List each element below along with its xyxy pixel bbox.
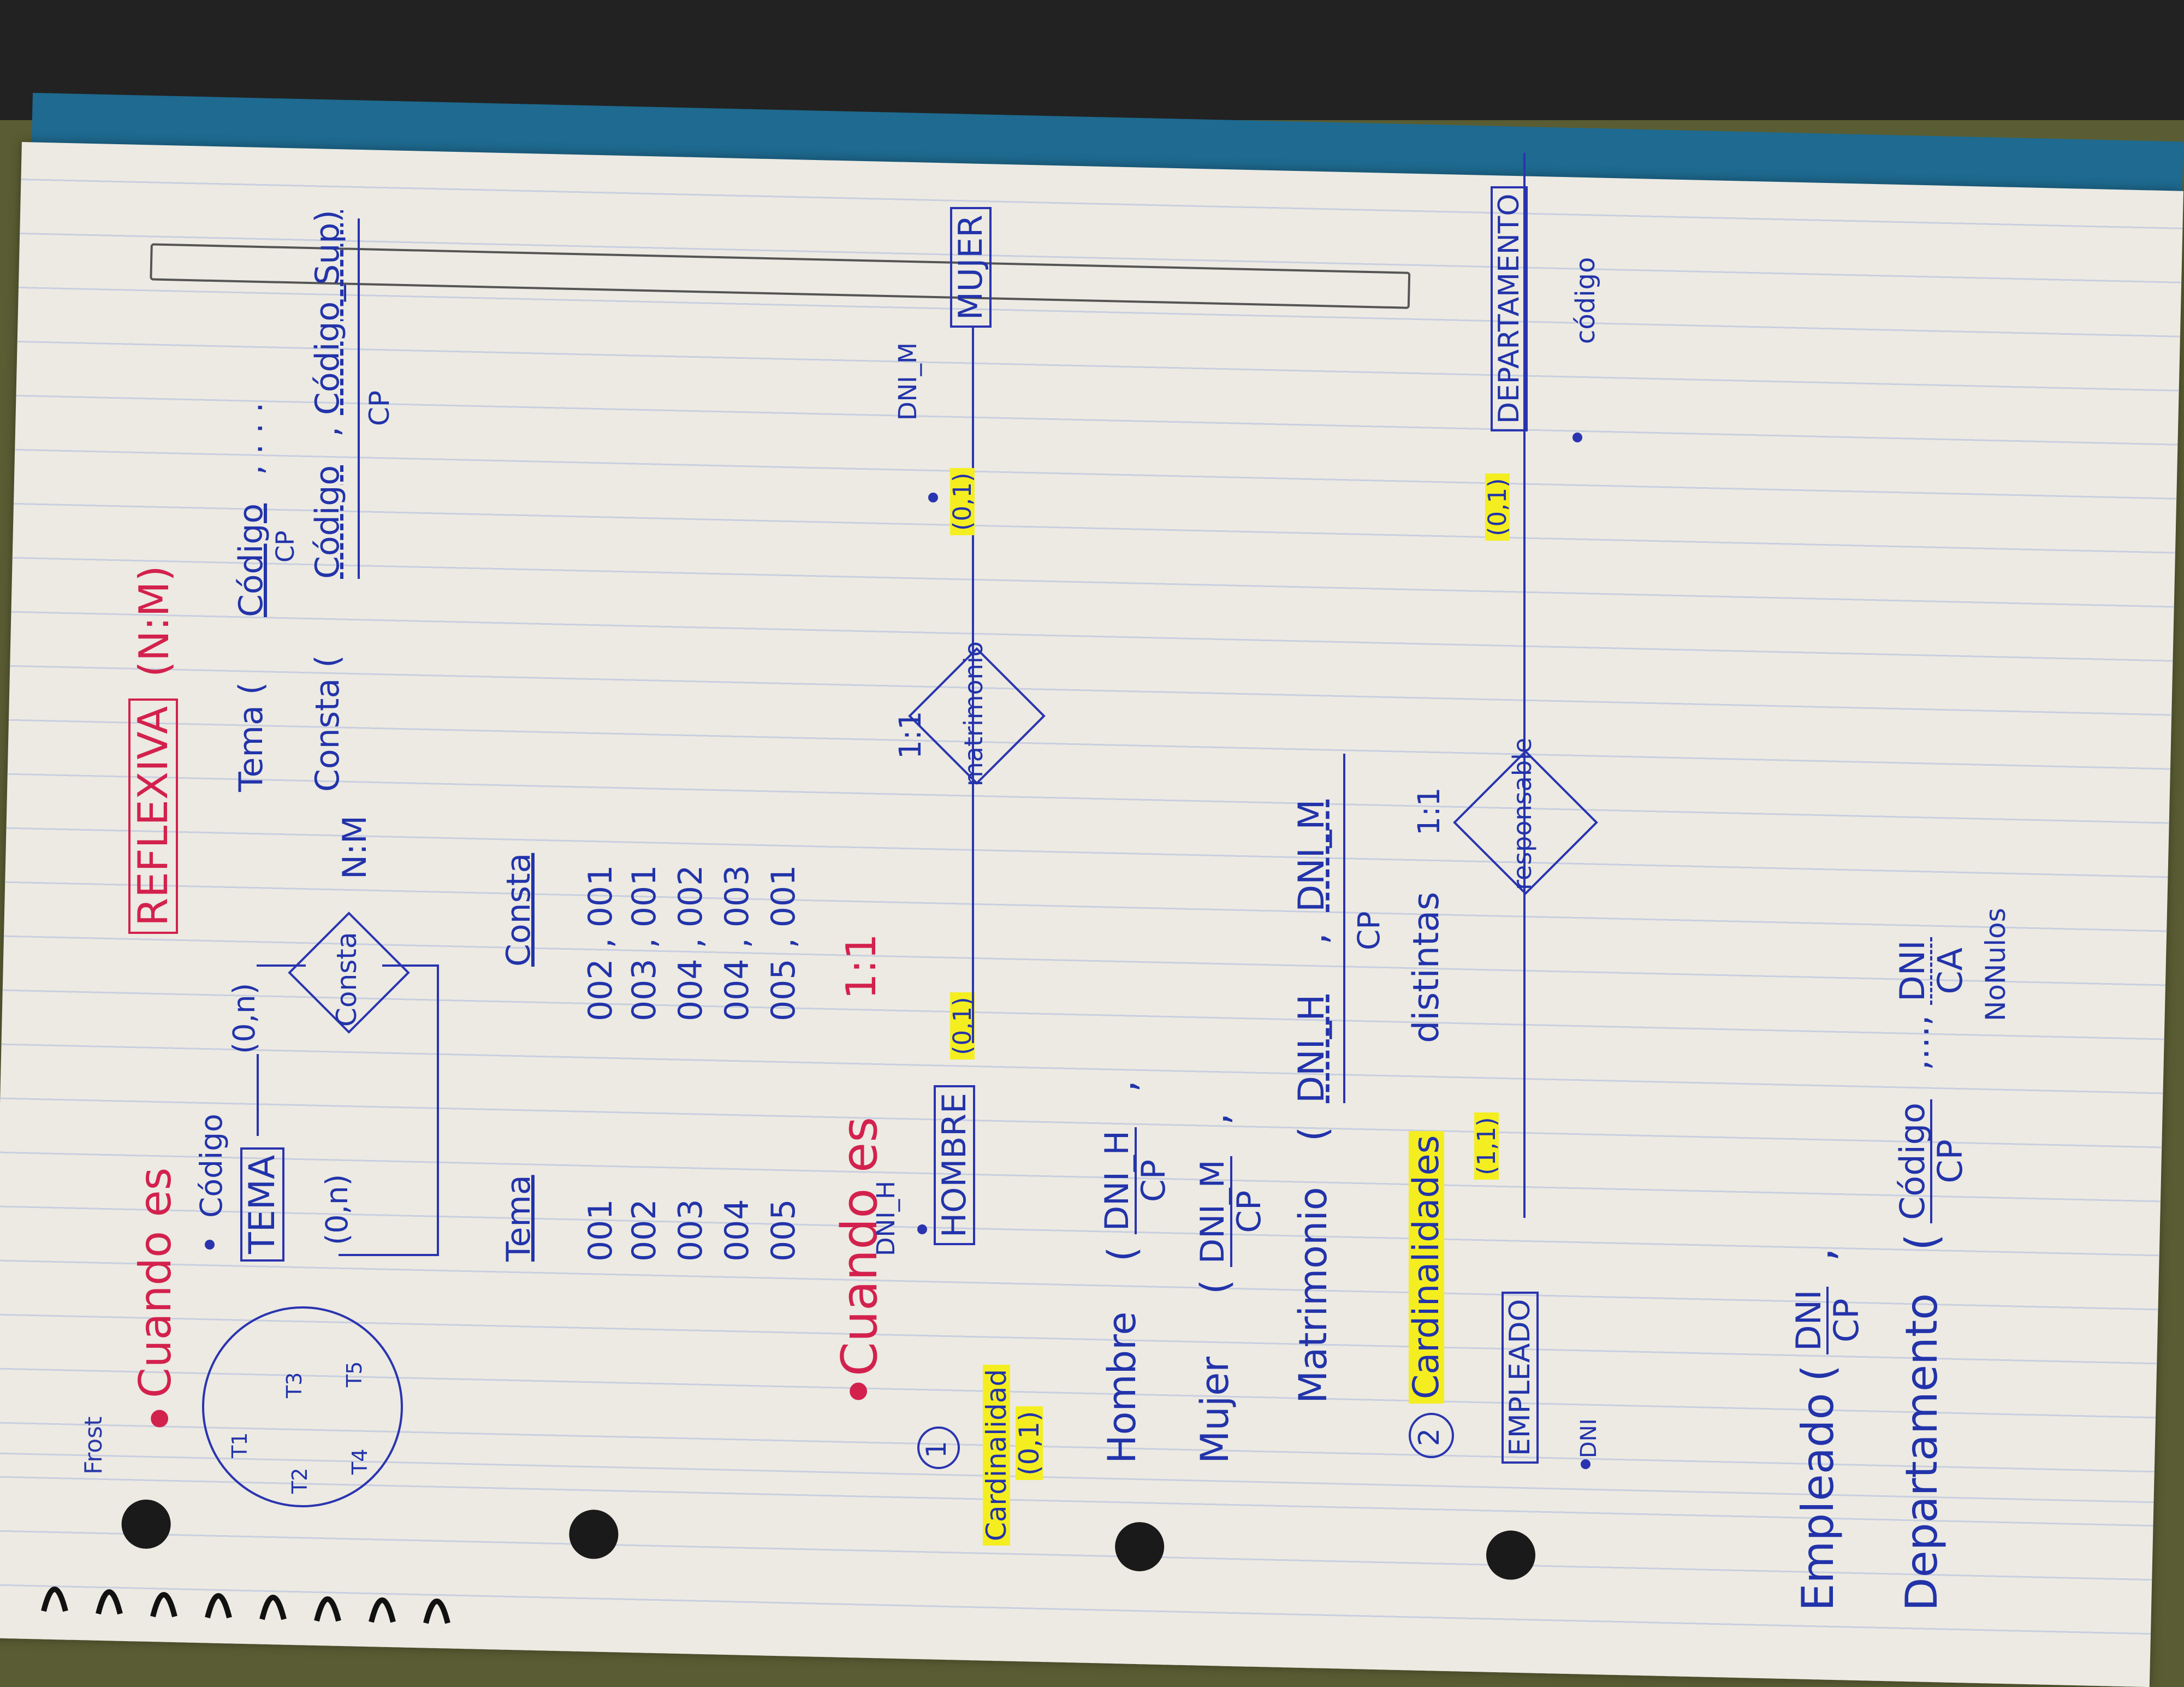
spiral-ring	[423, 1599, 450, 1624]
spiral-ring	[41, 1587, 68, 1612]
spiral-ring	[369, 1597, 396, 1623]
spiral-ring	[205, 1593, 232, 1619]
spiral-ring	[314, 1596, 341, 1622]
spiral-ring	[96, 1589, 123, 1615]
spiral-ring	[259, 1595, 287, 1620]
spiral-ring	[150, 1592, 177, 1618]
spiral-binding	[41, 1587, 450, 1624]
